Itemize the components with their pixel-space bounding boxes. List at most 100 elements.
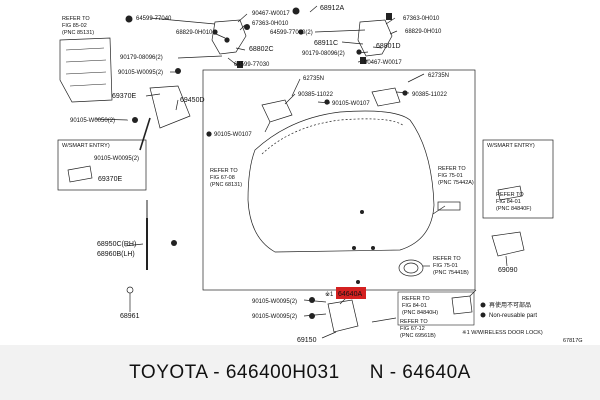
label-90105-w0050: 90105-W0050(2) (70, 118, 115, 124)
ref-75-01-b: REFER TO FIG 75-01 (PNC 75441B) (433, 256, 469, 276)
ref-84-01-b-line1: REFER TO (402, 296, 430, 302)
label-69450d: 69450D (180, 97, 205, 104)
ref-67-08-line1: REFER TO (210, 168, 238, 174)
non-reusable-marker-icon (356, 49, 362, 55)
bolt-icon (360, 210, 364, 214)
label-90385-11022-r: 90385-11022 (412, 92, 448, 98)
bolt-icon (125, 15, 133, 23)
non-reusable-marker-icon (212, 29, 218, 35)
label-64599-77030-mid: 64599-77030 (234, 62, 270, 68)
part-69090-icon (491, 231, 525, 257)
non-reusable-marker-icon (224, 37, 230, 43)
bolt-icon (371, 246, 375, 250)
hinge-left (261, 99, 293, 123)
label-68911c: 68911C (314, 40, 338, 47)
label-68802c: 68802C (249, 46, 274, 53)
ref-75-01-a: REFER TO FIG 75-01 (PNC 75442A) (438, 166, 474, 186)
label-64599-77030-r: 64599-77030(2) (270, 30, 313, 36)
label-90105-w0095-b2: 90105-W0095(2) (252, 314, 297, 320)
ref-84-01-r-line1: REFER TO (496, 192, 524, 198)
bracket-left (59, 37, 113, 103)
label-90467-w0017-top: 90467-W0017 (252, 11, 290, 17)
ref-67-12-line1: REFER TO (400, 319, 428, 325)
label-62735n-l: 62735N (303, 76, 324, 82)
ref-85-02-line1: REFER TO (62, 16, 90, 22)
smart-entry-box-right (482, 139, 554, 219)
label-69090: 69090 (498, 267, 518, 274)
ref-67-08-line2: FIG 67-08 (210, 175, 235, 181)
highlight-64640a (336, 287, 366, 299)
label-68960b: 68960B(LH) (97, 251, 135, 258)
bolt-icon (356, 280, 360, 284)
ref-84-01-r: REFER TO FIG 84-01 (PNC 84840F) (496, 192, 532, 212)
bolt-icon (352, 246, 356, 250)
footer-pnc-number: N - 64640A (369, 361, 471, 383)
ref-75-01-b-line3: (PNC 75441B) (433, 270, 469, 276)
bolt-icon (175, 68, 181, 74)
footnote-text: ※1 W/WIRELESS DOOR LOCK) (462, 329, 543, 336)
clip-icon (237, 61, 243, 68)
bolt-icon (309, 313, 315, 319)
ref-67-08: REFER TO FIG 67-08 (PNC 68131) (210, 168, 242, 188)
ref-84-01-r-line2: FIG 84-01 (496, 199, 521, 205)
lock-actuator (451, 295, 473, 315)
back-glass-inner (261, 118, 405, 155)
hinge-right (371, 87, 401, 107)
legend-nonreuse-icon (480, 312, 486, 318)
ref-75-01-b-line1: REFER TO (433, 256, 461, 262)
label-star: ※1 (325, 291, 334, 298)
label-68829-0h010-r: 68829-0H010 (405, 29, 442, 35)
label-90179-08096-l: 90179-08096(2) (120, 55, 163, 61)
ref-84-01-b: REFER TO FIG 84-01 (PNC 84840H) (402, 296, 438, 316)
ref-84-01-b-line2: FIG 84-01 (402, 303, 427, 309)
bolt-icon (292, 7, 300, 15)
label-90105-w0107-r: 90105-W0107 (332, 101, 370, 107)
label-69370e-box: 69370E (98, 176, 122, 183)
smart-entry-box-left (57, 139, 147, 191)
parts-diagram: 64599-77040 90467-W0017 67363-0H010 6882… (57, 5, 583, 344)
legend-nonreuse-text: Non-reusable part (489, 313, 537, 319)
toyota-emblem (398, 259, 424, 277)
footer-oem-number: TOYOTA - 646400H031 (129, 361, 340, 383)
ref-75-01-a-line3: (PNC 75442A) (438, 180, 474, 186)
hinge-assembly-right (357, 19, 393, 57)
label-90105-w0095-top: 90105-W0095(2) (118, 70, 163, 76)
part-number-footer: TOYOTA - 646400H031 N - 64640A (0, 345, 600, 400)
label-90105-w0095-b1: 90105-W0095(2) (252, 299, 297, 305)
label-90179-08096-r: 90179-08096(2) (302, 51, 345, 57)
ref-75-01-b-line2: FIG 75-01 (433, 263, 458, 269)
label-67363-0h010-l: 67363-0H010 (252, 21, 289, 27)
ref-75-01-a-line1: REFER TO (438, 166, 466, 172)
label-90467-w0017-r: 90467-W0017 (364, 60, 402, 66)
ref-67-12-line2: FIG 67-12 (400, 326, 425, 332)
back-glass-outline (247, 110, 435, 253)
ref-67-08-line3: (PNC 68131) (210, 182, 242, 188)
smart-entry-right-label: W/SMART ENTRY) (487, 143, 535, 149)
label-67363-0h010-r: 67363-0H010 (403, 16, 440, 22)
bolt-icon (132, 117, 138, 123)
label-90105-w0095-box: 90105-W0095(2) (94, 156, 139, 162)
non-reusable-marker-icon (298, 29, 304, 35)
bolt-icon (244, 24, 250, 30)
label-69370e: 69370E (112, 93, 136, 100)
label-69150: 69150 (297, 337, 317, 344)
ref-84-01-b-line3: (PNC 84840H) (402, 310, 438, 316)
label-62735n-r: 62735N (428, 73, 449, 79)
ref-box-84-01-b (397, 291, 475, 326)
ref-85-02: REFER TO FIG 85-02 (PNC 85131) (62, 16, 94, 36)
clip-icon (360, 57, 366, 64)
clip-icon (386, 13, 392, 20)
ref-67-12-line3: (PNC 69561B) (400, 333, 436, 339)
lock-assembly (327, 299, 359, 333)
emblem-clip (437, 201, 461, 211)
labels-layer: 64599-77040 90467-W0017 67363-0H010 6882… (62, 5, 583, 344)
smart-entry-left-label: W/SMART ENTRY) (62, 143, 110, 149)
label-90385-11022-l: 90385-11022 (298, 92, 334, 98)
label-64640a: 64640A (338, 291, 362, 298)
legend-reuse-text: 再使用不可部品 (489, 301, 531, 309)
non-reusable-marker-icon (206, 131, 212, 137)
label-68801d: 68801D (376, 43, 401, 50)
ref-85-02-line3: (PNC 85131) (62, 30, 94, 36)
legend-reuse-icon (480, 302, 486, 308)
label-68950c: 68950C(RH) (97, 241, 136, 248)
